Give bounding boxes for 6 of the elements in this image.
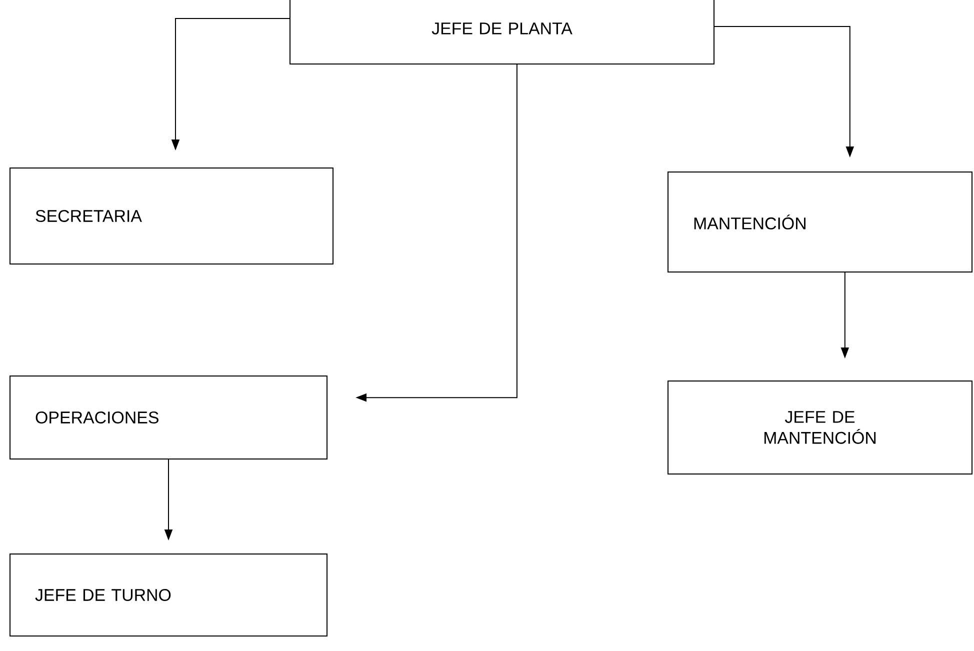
org-box: MANTENCIÓN <box>668 172 972 272</box>
org-box: JEFE DE TURNO <box>10 554 328 636</box>
org-box: JEFE DE MANTENCIÓN <box>668 380 972 474</box>
org-box: SECRETARIA <box>10 168 334 264</box>
org-box: JEFE DE PLANTA <box>290 0 714 64</box>
org-box: OPERACIONES <box>10 376 328 460</box>
